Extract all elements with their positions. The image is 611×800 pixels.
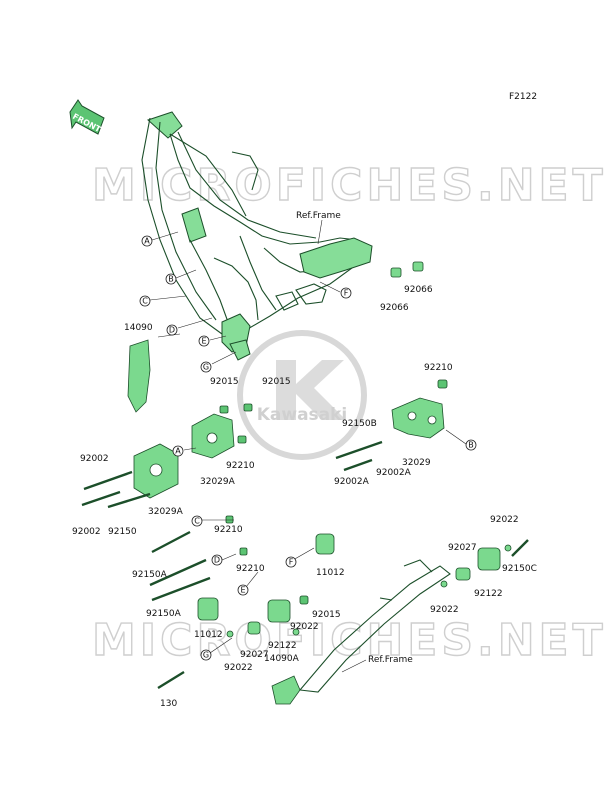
callout-letter-e-top: E <box>198 335 210 347</box>
part-number: 92150C <box>502 564 537 574</box>
svg-text:C: C <box>142 297 148 306</box>
frame-drawing <box>141 111 373 361</box>
svg-text:G: G <box>203 651 209 660</box>
part-number: 92150A <box>146 609 182 619</box>
part-number: 11012 <box>194 630 223 640</box>
callout-letter-d-mid: D <box>211 554 223 566</box>
part-number: 92022 <box>490 515 519 525</box>
callout-letter-f-mid: F <box>285 556 297 568</box>
callout-letter-d-top: D <box>166 324 178 336</box>
part-number-labels: 92066 92066 14090 92210 92015 92015 9215… <box>72 285 537 709</box>
watermark-bottom: MICROFICHES.NET <box>92 615 607 666</box>
part-number: 92002A <box>334 477 370 487</box>
part-number: 92027 <box>240 650 269 660</box>
svg-text:F: F <box>344 289 349 298</box>
part-number: 92210 <box>226 461 255 471</box>
part-number: 11012 <box>316 568 345 578</box>
svg-text:B: B <box>168 275 174 284</box>
front-arrow-icon: FRONT <box>69 99 105 135</box>
callout-letter-a-top: A <box>141 235 153 247</box>
part-number: 92122 <box>268 641 297 651</box>
svg-text:D: D <box>214 556 220 565</box>
part-number: 92002 <box>72 527 101 537</box>
part-number: 32029A <box>200 477 236 487</box>
part-number: 92002 <box>80 454 109 464</box>
spacer-group-right <box>440 539 529 588</box>
ref-frame-label-bottom: Ref.Frame <box>368 655 413 665</box>
part-number: 14090 <box>124 323 153 333</box>
svg-text:E: E <box>240 586 245 595</box>
part-number: 92015 <box>262 377 291 387</box>
svg-text:C: C <box>194 517 200 526</box>
callout-letter-b-top: B <box>165 273 177 285</box>
part-number: 92210 <box>214 525 243 535</box>
part-number: 92150B <box>342 419 377 429</box>
callout-letter-c-mid: C <box>191 515 203 527</box>
svg-text:A: A <box>144 237 150 246</box>
part-number: 92022 <box>290 622 319 632</box>
callout-letter-b-right: B <box>465 439 477 451</box>
part-number: 92027 <box>448 543 477 553</box>
callout-letter-f-top: F <box>340 287 352 299</box>
svg-text:B: B <box>468 441 474 450</box>
svg-text:A: A <box>175 447 181 456</box>
lower-frame-rail <box>271 559 451 705</box>
bracket-left-lower <box>133 443 179 499</box>
kawasaki-logo: Kawasaki <box>237 330 367 460</box>
part-number: 92210 <box>424 363 453 373</box>
callout-letter-a-mid: A <box>172 445 184 457</box>
part-number: 92015 <box>312 610 341 620</box>
bushing-92066 <box>390 261 424 278</box>
ref-frame-label-top: Ref.Frame <box>296 211 341 221</box>
part-number: 92150A <box>132 570 168 580</box>
part-number: 92015 <box>210 377 239 387</box>
part-number: 92150 <box>108 527 137 537</box>
part-number: 92066 <box>404 285 433 295</box>
svg-text:G: G <box>203 363 209 372</box>
callout-letter-g-top: G <box>200 361 212 373</box>
part-number: 92022 <box>430 605 459 615</box>
figure-code: F2122 <box>509 92 537 102</box>
part-number: 92066 <box>380 303 409 313</box>
callout-letter-g-mid: G <box>200 649 212 661</box>
bracket-left-upper <box>191 403 253 459</box>
part-number: 92210 <box>236 564 265 574</box>
part-number: 32029A <box>148 507 184 517</box>
skid-plate-14090 <box>127 339 151 413</box>
spacer-group-center <box>226 533 335 638</box>
spacer-11012-left <box>197 597 219 621</box>
part-number: 92002A <box>376 468 412 478</box>
part-number: 92022 <box>224 663 253 673</box>
svg-text:D: D <box>169 326 175 335</box>
part-number: 14090A <box>264 654 300 664</box>
watermark-top: MICROFICHES.NET <box>92 160 607 211</box>
bolts-left <box>81 470 248 690</box>
bracket-right <box>335 379 448 472</box>
callout-letter-e-mid: E <box>237 584 249 596</box>
part-number: 130 <box>160 699 177 709</box>
part-number: 92122 <box>474 589 503 599</box>
callout-letter-c-top: C <box>139 295 151 307</box>
svg-text:F: F <box>289 558 294 567</box>
svg-text:E: E <box>201 337 206 346</box>
kawasaki-logo-text: Kawasaki <box>257 405 348 425</box>
part-number: 32029 <box>402 458 431 468</box>
